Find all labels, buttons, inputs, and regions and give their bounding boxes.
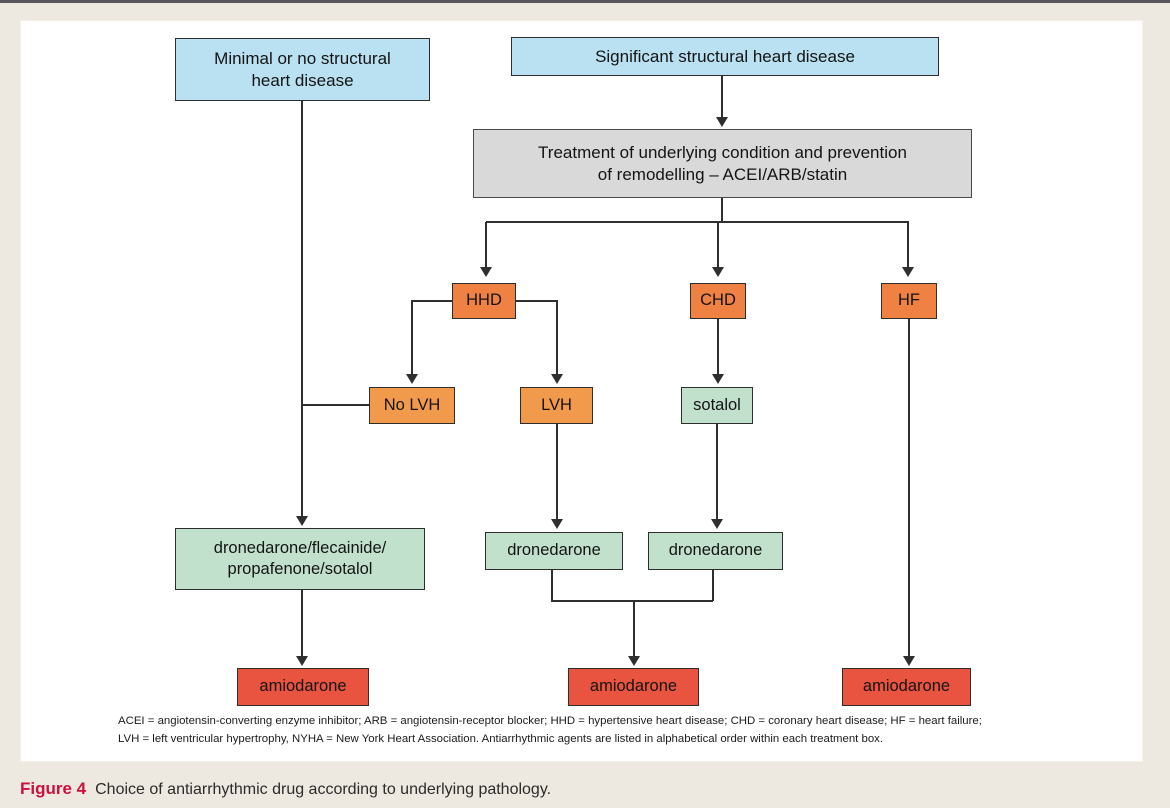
connector-hhd-lvh [556, 300, 558, 375]
connector-firstline-amiodarone [301, 590, 303, 657]
arrow-down-icon [710, 519, 723, 529]
connector-dronedarone2-merge [712, 570, 714, 601]
figure-caption-text: Choice of antiarrhythmic drug according … [95, 781, 552, 798]
arrow-down-icon [715, 117, 728, 127]
arrow-down-icon [405, 374, 418, 384]
figure-footnote: ACEI = angiotensin-converting enzyme inh… [118, 712, 1133, 748]
connector-chd-sotalol [717, 319, 719, 375]
arrow-down-icon [902, 656, 915, 666]
figure-caption-label: Figure 4 [20, 779, 87, 798]
connector-branch-hhd [485, 222, 487, 268]
connector-sotalol-dronedarone [716, 424, 718, 520]
arrow-down-icon [550, 374, 563, 384]
node-amiodarone-right: amiodarone [842, 668, 971, 706]
arrow-down-icon [295, 656, 308, 666]
connector-branch-chd [717, 222, 719, 268]
footnote-line-1: ACEI = angiotensin-converting enzyme inh… [118, 715, 982, 727]
connector-merge-bar [551, 600, 714, 602]
arrow-down-icon [627, 656, 640, 666]
connector-dronedarone1-merge [551, 570, 553, 601]
connector-no-lvh-stub [302, 404, 370, 406]
connector-hhd-left-stub [411, 300, 454, 302]
node-no-lvh: No LVH [369, 387, 455, 424]
node-significant-heart-disease: Significant structural heart disease [511, 37, 939, 76]
node-first-line-drugs: dronedarone/flecainide/ propafenone/sota… [175, 528, 425, 590]
arrow-down-icon [901, 267, 914, 277]
node-amiodarone-mid: amiodarone [568, 668, 699, 706]
connector-branch-bar [486, 221, 909, 223]
connector-hhd-no-lvh [411, 300, 413, 375]
node-sotalol: sotalol [681, 387, 753, 424]
footnote-line-2: LVH = left ventricular hypertrophy, NYHA… [118, 733, 884, 745]
connector-minimal-spine [301, 100, 303, 517]
node-dronedarone-lvh: dronedarone [485, 532, 623, 570]
node-hf: HF [881, 283, 937, 319]
arrow-down-icon [711, 267, 724, 277]
connector-significant-treatment [721, 76, 723, 118]
connector-hf-amiodarone [908, 319, 910, 657]
node-treatment-underlying-condition: Treatment of underlying condition and pr… [473, 129, 972, 198]
node-amiodarone-left: amiodarone [237, 668, 369, 706]
arrow-down-icon [295, 516, 308, 526]
node-dronedarone-chd: dronedarone [648, 532, 783, 570]
arrow-down-icon [711, 374, 724, 384]
connector-lvh-dronedarone [556, 424, 558, 520]
figure-caption: Figure 4 Choice of antiarrhythmic drug ac… [20, 779, 1150, 799]
connector-treatment-branch [721, 198, 723, 222]
arrow-down-icon [479, 267, 492, 277]
connector-hhd-right-stub [516, 300, 557, 302]
top-divider-rule [0, 0, 1170, 3]
node-hhd: HHD [452, 283, 516, 319]
connector-merge-amiodarone [633, 601, 635, 657]
connector-branch-hf [907, 222, 909, 268]
node-lvh: LVH [520, 387, 593, 424]
arrow-down-icon [550, 519, 563, 529]
node-minimal-heart-disease: Minimal or no structural heart disease [175, 38, 430, 101]
node-chd: CHD [690, 283, 746, 319]
